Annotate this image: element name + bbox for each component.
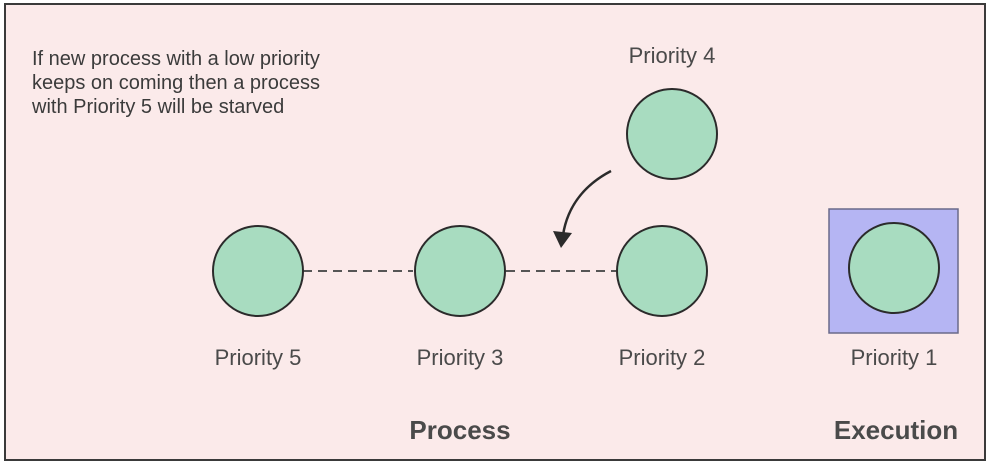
group-label-process: Process: [409, 415, 511, 445]
node-priority-3: [414, 225, 506, 317]
node-priority-5: [212, 225, 304, 317]
starvation-note: If new process with a low priority keeps…: [32, 47, 452, 119]
insert-arrow: [561, 169, 612, 236]
label-priority-1: Priority 1: [850, 345, 938, 370]
node-priority-1: [848, 222, 940, 314]
label-priority-3: Priority 3: [416, 345, 504, 370]
label-priority-5: Priority 5: [214, 345, 302, 370]
label-priority-2: Priority 2: [618, 345, 706, 370]
diagram-frame: If new process with a low priority keeps…: [4, 3, 986, 461]
node-priority-4: [626, 88, 718, 180]
note-line-3: with Priority 5 will be starved: [32, 96, 285, 118]
insert-arrow-head: [553, 231, 572, 248]
diagram-canvas: [212, 88, 959, 334]
node-priority-2: [616, 225, 708, 317]
note-line-2: keeps on coming then a process: [32, 72, 320, 94]
note-line-1: If new process with a low priority: [32, 48, 320, 70]
label-priority-4: Priority 4: [628, 43, 716, 68]
group-label-execution: Execution: [833, 415, 959, 445]
